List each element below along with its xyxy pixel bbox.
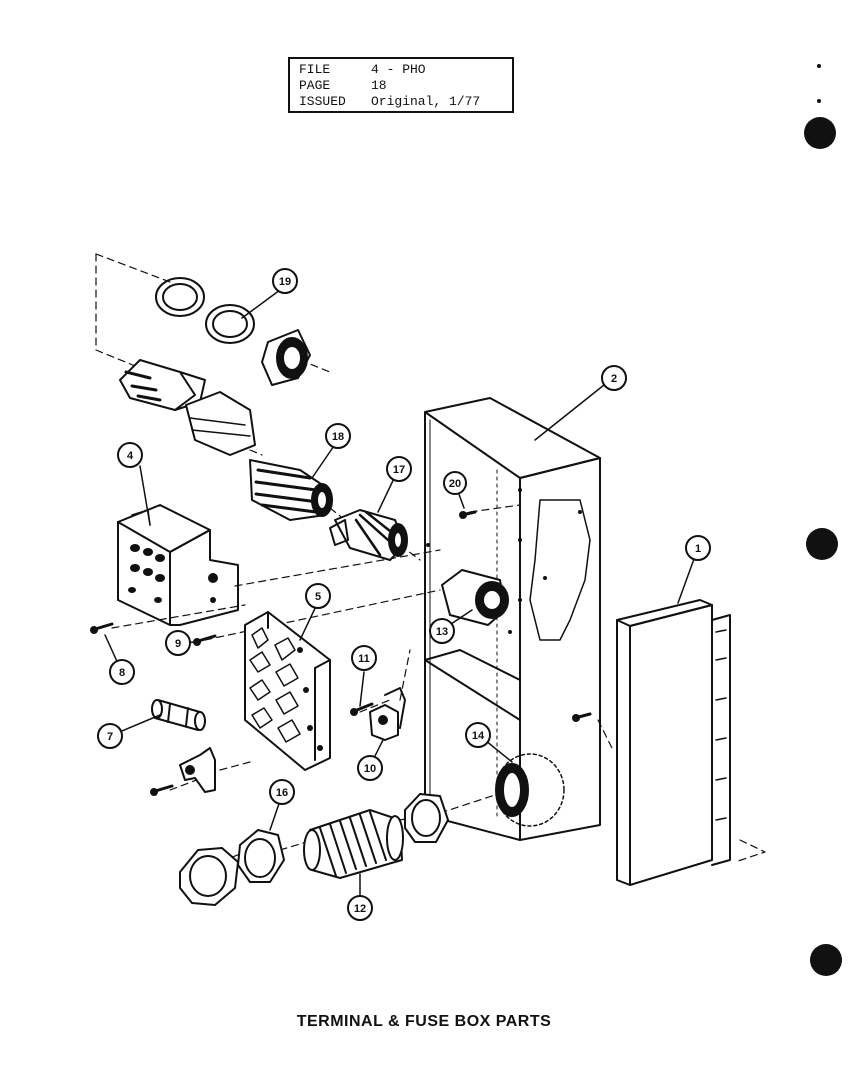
speck-mark <box>817 64 821 68</box>
part-10-bracket <box>369 687 406 741</box>
part-19-sealing-rings <box>155 277 311 386</box>
callout-7-label: 7 <box>107 731 113 743</box>
file-row: FILE 4 - PHO <box>299 62 512 78</box>
file-label: FILE <box>299 62 331 77</box>
callout-18-label: 18 <box>332 431 344 443</box>
callout-5-label: 5 <box>315 591 321 603</box>
page-label: PAGE <box>299 78 331 93</box>
part-connector-assembly <box>119 359 256 456</box>
callout-8: 8 <box>109 659 135 685</box>
part-1-cover-panel <box>616 599 731 886</box>
part-14-knockout <box>495 753 565 827</box>
callout-12: 12 <box>347 895 373 921</box>
page-value: 18 <box>371 78 387 93</box>
callout-19: 19 <box>272 268 298 294</box>
assembly-guide-lines <box>95 253 766 863</box>
file-value: 4 - PHO <box>371 62 426 77</box>
issued-label: ISSUED <box>299 94 346 109</box>
callout-17-label: 17 <box>393 464 405 476</box>
binder-hole-bottom <box>810 944 842 976</box>
speck-mark <box>817 99 821 103</box>
locknuts <box>179 793 449 906</box>
callout-10-label: 10 <box>364 763 376 775</box>
callout-13-label: 13 <box>436 626 448 638</box>
callout-14: 14 <box>465 722 491 748</box>
callout-17: 17 <box>386 456 412 482</box>
callout-20: 20 <box>443 471 467 495</box>
screws <box>90 510 592 796</box>
callout-1-label: 1 <box>695 543 701 555</box>
page-row: PAGE 18 <box>299 78 512 94</box>
diagram-title: TERMINAL & FUSE BOX PARTS <box>296 1013 552 1030</box>
issued-value: Original, 1/77 <box>371 94 481 109</box>
callout-1: 1 <box>685 535 711 561</box>
callout-19-label: 19 <box>279 276 291 288</box>
part-7-cartridge-fuse <box>151 699 206 731</box>
callout-11-label: 11 <box>358 653 370 665</box>
callout-18: 18 <box>325 423 351 449</box>
callout-4-label: 4 <box>127 450 134 462</box>
callout-12-label: 12 <box>354 903 366 915</box>
callout-2-label: 2 <box>611 373 617 385</box>
part-18-flex-conduit <box>249 459 333 521</box>
part-4-terminal-block <box>117 504 239 626</box>
part-12-pipe-nipple <box>303 809 404 879</box>
part-5-fuse-block <box>244 611 331 771</box>
callout-13: 13 <box>429 618 455 644</box>
issued-row: ISSUED Original, 1/77 <box>299 94 512 110</box>
binder-hole-top <box>804 117 836 149</box>
part-2-fuse-box-enclosure <box>424 397 601 841</box>
callout-10: 10 <box>357 755 383 781</box>
file-info-box: FILE 4 - PHO PAGE 18 ISSUED Original, 1/… <box>288 57 514 113</box>
part-17-connector-fitting <box>329 509 408 561</box>
callout-9: 9 <box>165 630 191 656</box>
callout-20-label: 20 <box>449 478 461 490</box>
callout-4: 4 <box>117 442 143 468</box>
callout-11: 11 <box>351 645 377 671</box>
fuse-clip <box>179 747 216 793</box>
binder-hole-middle <box>806 528 838 560</box>
callout-markers: 1 2 4 5 7 8 9 <box>97 268 711 921</box>
callout-14-label: 14 <box>472 730 485 742</box>
callout-16: 16 <box>269 779 295 805</box>
callout-2: 2 <box>601 365 627 391</box>
callout-16-label: 16 <box>276 787 288 799</box>
callout-8-label: 8 <box>119 667 125 679</box>
callout-7: 7 <box>97 723 123 749</box>
callout-5: 5 <box>305 583 331 609</box>
callout-9-label: 9 <box>175 638 181 650</box>
part-13-bushing <box>441 569 509 626</box>
